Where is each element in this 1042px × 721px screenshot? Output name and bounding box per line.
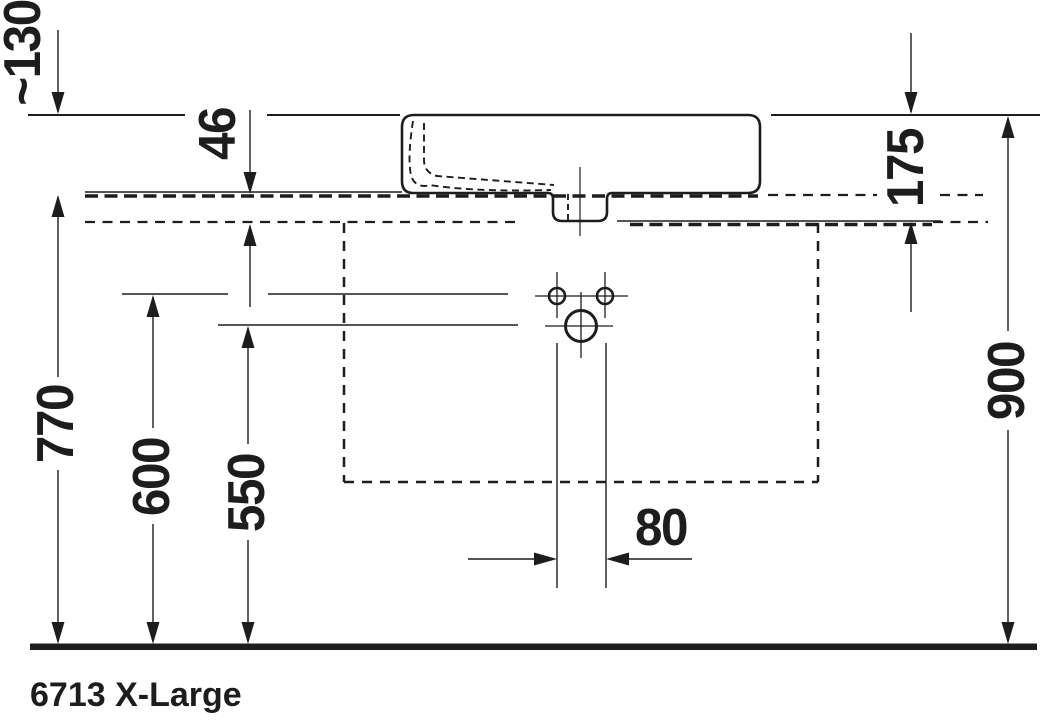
dimension-175 <box>904 33 918 312</box>
dimension-600 <box>146 295 160 644</box>
dimension-900 <box>1001 116 1015 644</box>
dimension-550 <box>241 326 255 644</box>
basin-hidden-contour <box>408 120 569 220</box>
model-label: 6713 X-Large <box>30 676 242 714</box>
dim-label-175: 175 <box>877 128 935 208</box>
height-reference-lines <box>122 293 518 326</box>
dim-label-130: ~130 <box>0 0 52 106</box>
dim-label-600: 600 <box>123 437 181 517</box>
mounting-holes <box>535 272 628 358</box>
dim-label-80: 80 <box>634 499 689 557</box>
dim-label-46: 46 <box>189 107 247 161</box>
dimension-130 <box>51 30 65 114</box>
dim-label-550: 550 <box>218 453 276 533</box>
dim-label-770: 770 <box>27 384 85 464</box>
dim-label-900: 900 <box>978 341 1036 421</box>
dimension-46 <box>243 110 257 307</box>
dimension-80 <box>468 343 692 588</box>
countertop-lines <box>85 191 988 227</box>
installation-zone-dashed-rect <box>342 223 820 484</box>
floor-line <box>30 643 1037 650</box>
washbasin-outline <box>400 113 762 223</box>
dimension-770 <box>51 195 65 644</box>
